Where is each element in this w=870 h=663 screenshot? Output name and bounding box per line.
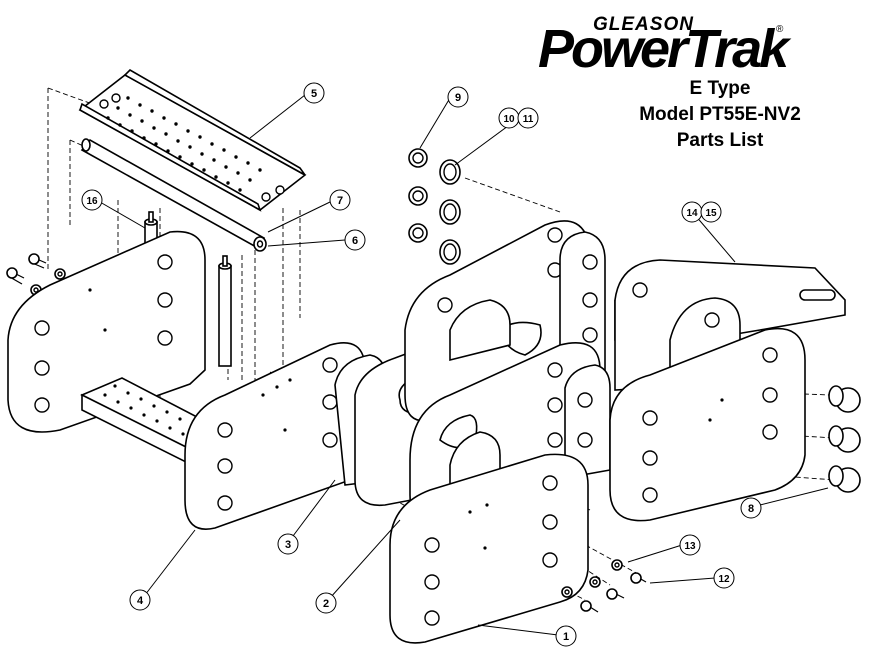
svg-text:1: 1	[563, 631, 569, 643]
callout-3: 3	[277, 533, 299, 555]
callout-4: 4	[129, 589, 151, 611]
callout-2: 2	[315, 592, 337, 614]
left-hardware	[6, 253, 66, 296]
svg-text:10: 10	[503, 114, 515, 125]
part-8-plugs	[828, 385, 861, 493]
parts-12-13-hardware	[561, 559, 647, 613]
brand-logo-text: PowerTrak	[538, 19, 789, 79]
parts-9-11-rings	[408, 148, 461, 265]
svg-text:9: 9	[455, 92, 461, 104]
middle-link-plates	[354, 220, 611, 522]
svg-text:7: 7	[337, 195, 343, 207]
callout-14: 14	[681, 201, 703, 223]
callout-1: 1	[555, 625, 577, 647]
part-1-front-plate	[389, 453, 589, 644]
svg-text:8: 8	[748, 503, 754, 515]
callout-10: 10	[498, 107, 520, 129]
svg-text:11: 11	[523, 114, 534, 125]
callout-7: 7	[329, 189, 351, 211]
right-outer-plate	[609, 327, 806, 522]
svg-text:3: 3	[285, 539, 291, 551]
part-5-upper-tray	[78, 69, 307, 212]
leader-lines	[99, 94, 829, 636]
registered-mark: ®	[776, 24, 784, 35]
svg-text:6: 6	[352, 235, 358, 247]
svg-text:12: 12	[718, 574, 730, 585]
part-4-left-front-plate	[184, 342, 366, 530]
brand-top-text: GLEASON	[593, 14, 694, 35]
left-rear-plate	[7, 230, 206, 433]
type-line: E Type	[689, 78, 751, 99]
svg-text:15: 15	[705, 208, 717, 219]
svg-text:16: 16	[86, 196, 98, 207]
part-6-7-roller-rod	[80, 138, 267, 252]
svg-text:4: 4	[137, 595, 144, 607]
callout-16: 16	[81, 189, 103, 211]
parts-list-line: Parts List	[676, 130, 764, 151]
svg-text:13: 13	[684, 541, 696, 552]
callout-5: 5	[303, 82, 325, 104]
model-line: Model PT55E-NV2	[639, 104, 801, 125]
callout-9: 9	[447, 86, 469, 108]
svg-text:14: 14	[686, 208, 698, 219]
callout-11: 11	[517, 107, 539, 129]
callout-6: 6	[344, 229, 366, 251]
svg-text:2: 2	[323, 598, 329, 610]
callout-8: 8	[740, 497, 762, 519]
callout-13: 13	[679, 534, 701, 556]
callout-12: 12	[713, 567, 735, 589]
callout-15: 15	[700, 201, 722, 223]
svg-text:5: 5	[311, 88, 317, 100]
